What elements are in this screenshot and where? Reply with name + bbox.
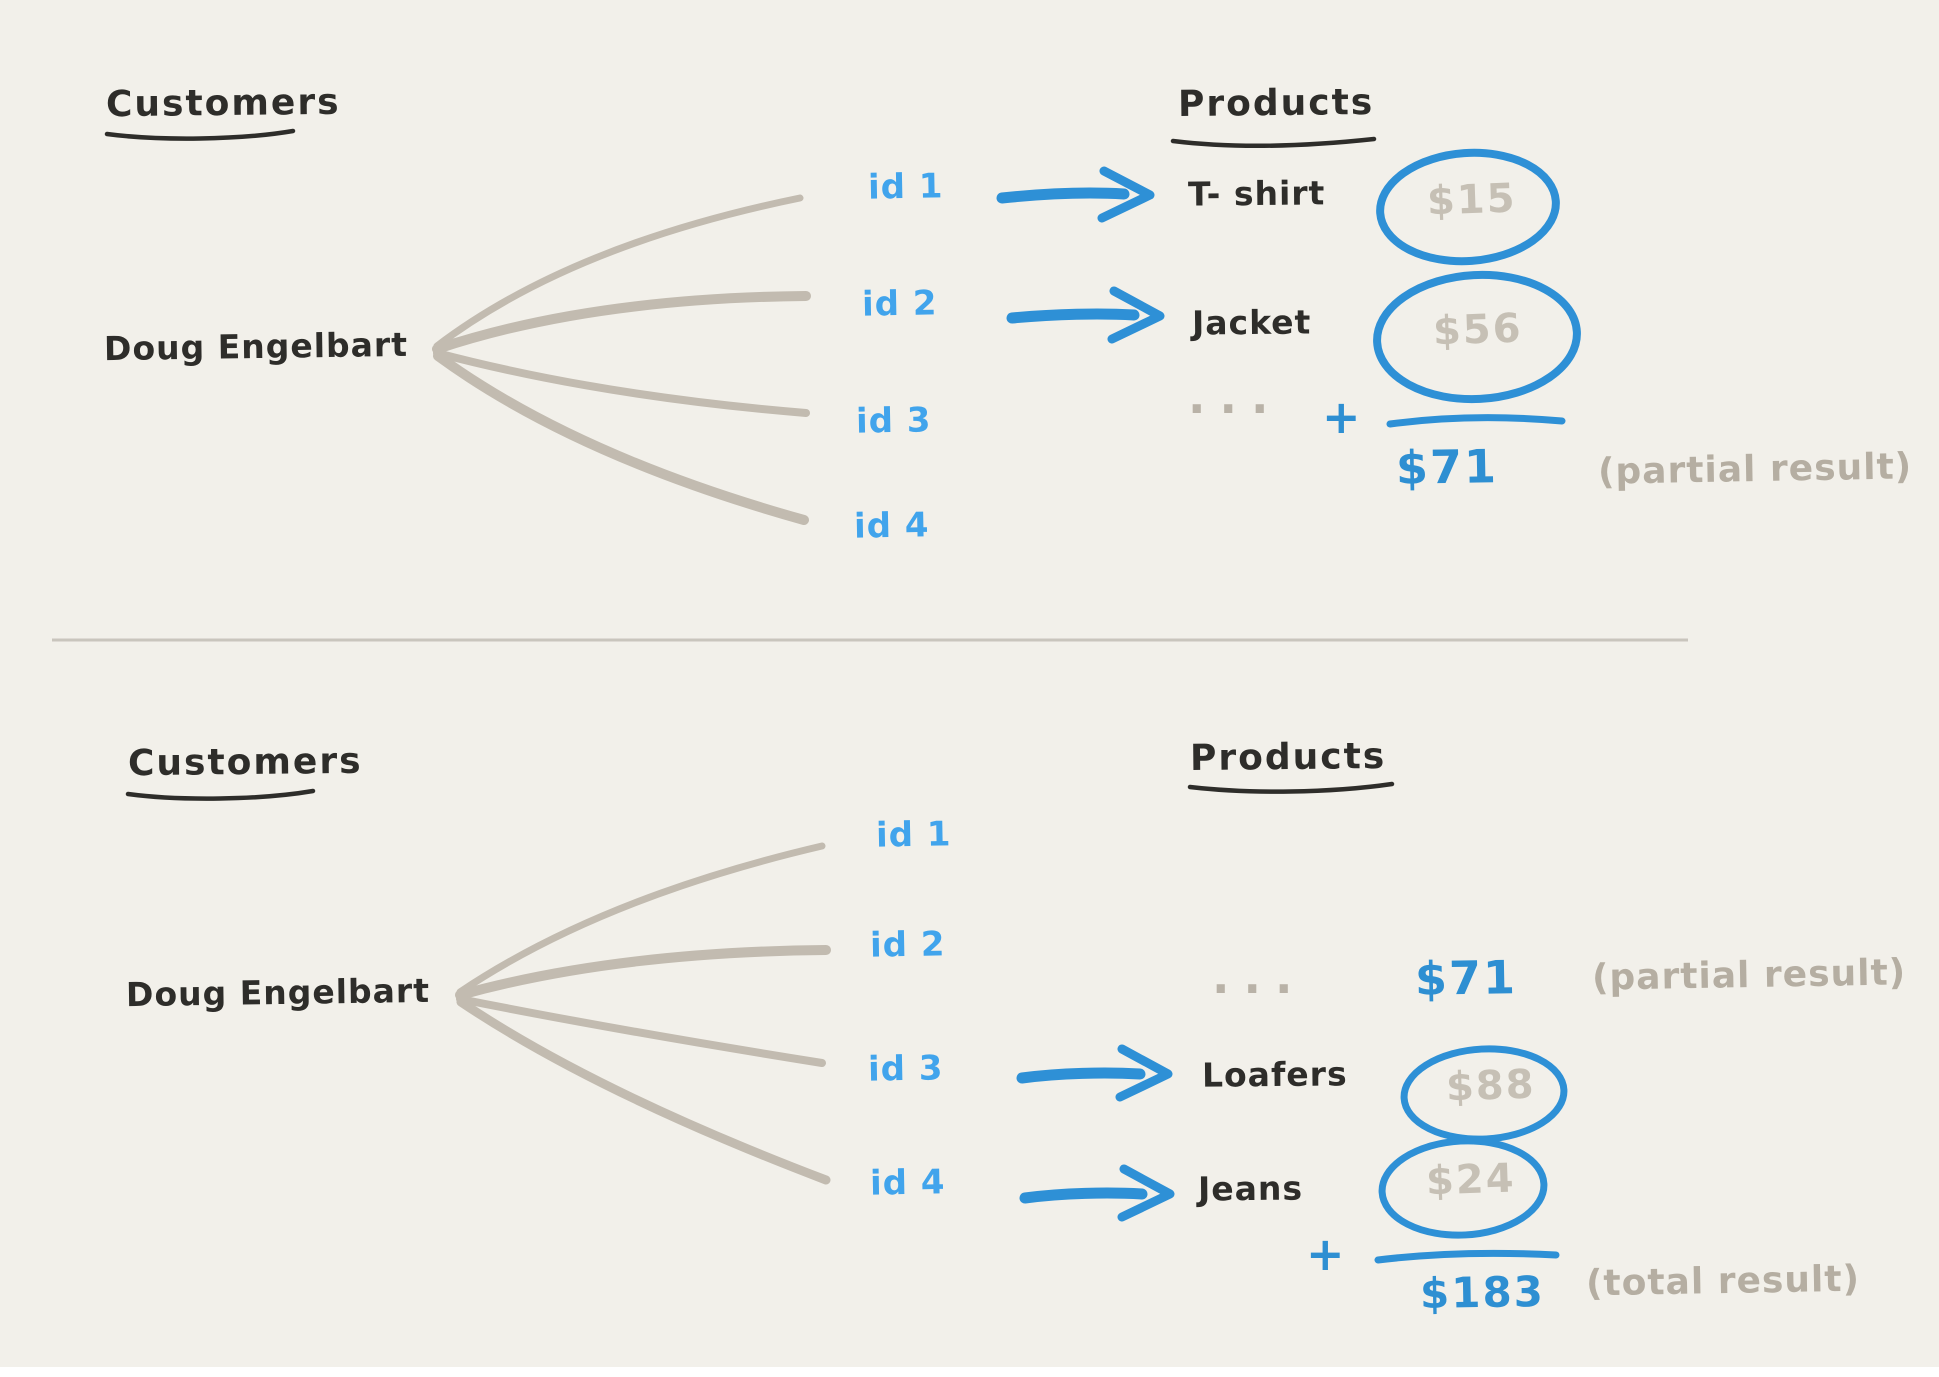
top-customers-heading: Customers: [105, 81, 341, 126]
top-id4-label: id 4: [853, 505, 930, 547]
arrow-id1-to-tshirt: [996, 166, 1155, 223]
top-plus-sign: +: [1322, 390, 1361, 444]
bottom-id4-label: id 4: [869, 1162, 946, 1204]
arrow-id2-to-jacket: [1006, 286, 1165, 344]
top-price-jacket: $56: [1432, 305, 1524, 355]
bottom-product-loafers: Loafers: [1201, 1054, 1348, 1095]
top-sum-note: (partial result): [1597, 446, 1913, 493]
bottom-products-heading: Products: [1189, 735, 1387, 780]
bottom-price-loafers: $88: [1445, 1061, 1537, 1111]
top-ellipsis: ...: [1188, 370, 1283, 424]
bottom-fan-lines: [455, 842, 831, 1185]
top-price-tshirt: $15: [1426, 175, 1518, 225]
bottom-partial-sum: $71: [1414, 950, 1518, 1006]
bottom-ellipsis: ...: [1212, 950, 1307, 1004]
bottom-sum-value: $183: [1419, 1266, 1546, 1319]
top-sum-value: $71: [1395, 439, 1499, 495]
top-customers-underline: [104, 128, 296, 141]
bottom-product-jeans: Jeans: [1197, 1168, 1304, 1209]
bottom-id1-label: id 1: [875, 814, 952, 856]
top-sum-line: [1386, 414, 1566, 428]
top-product-jacket: Jacket: [1191, 302, 1312, 343]
bottom-price-jeans: $24: [1425, 1155, 1517, 1205]
bottom-customers-underline: [125, 788, 316, 801]
bottom-partial-note: (partial result): [1591, 952, 1907, 999]
top-products-underline: [1170, 136, 1377, 148]
top-id2-label: id 2: [861, 283, 938, 325]
top-fan-lines: [432, 194, 811, 525]
top-product-tshirt: T- shirt: [1187, 173, 1326, 214]
bottom-products-underline: [1187, 781, 1395, 794]
top-id3-label: id 3: [855, 400, 932, 442]
bottom-id3-label: id 3: [867, 1048, 944, 1090]
bottom-sum-line: [1374, 1249, 1560, 1264]
bottom-sum-note: (total result): [1585, 1258, 1861, 1305]
top-id1-label: id 1: [867, 166, 944, 208]
arrow-id3-to-loafers: [1016, 1044, 1173, 1102]
bottom-id2-label: id 2: [869, 924, 946, 966]
bottom-customers-heading: Customers: [127, 740, 363, 785]
top-customer-name: Doug Engelbart: [103, 324, 409, 369]
bottom-customer-name: Doug Engelbart: [125, 970, 431, 1015]
bottom-white-strip: [0, 1367, 1939, 1377]
arrow-id4-to-jeans: [1019, 1164, 1175, 1222]
bottom-plus-sign: +: [1306, 1227, 1345, 1281]
top-products-heading: Products: [1177, 81, 1375, 126]
